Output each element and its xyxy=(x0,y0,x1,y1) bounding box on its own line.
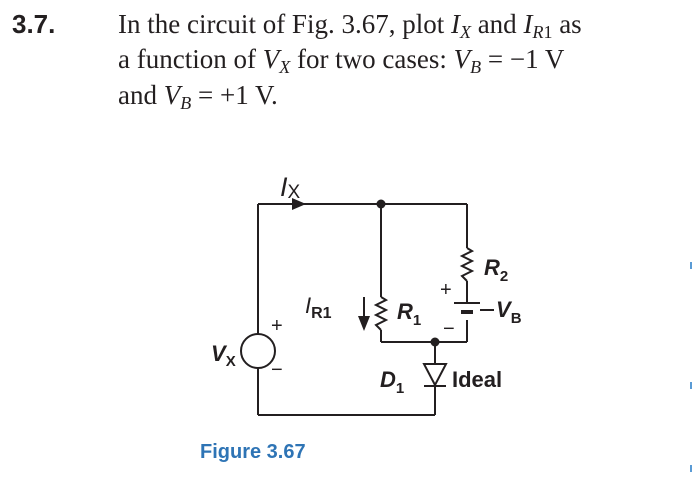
battery-minus-sign: − xyxy=(443,318,455,340)
r1-label: R1 xyxy=(397,299,421,329)
d1-label: D1 xyxy=(380,367,404,397)
junction-dot-bottom xyxy=(430,337,440,347)
vx-plus-sign: + xyxy=(271,315,283,337)
vx-minus-sign: − xyxy=(271,359,283,381)
diode-d1-icon xyxy=(422,363,448,388)
r2-label: R2 xyxy=(484,255,508,285)
resistor-r2-icon xyxy=(459,247,475,282)
junction-dot-top xyxy=(376,199,386,209)
ix-arrow-icon xyxy=(292,198,306,210)
resistor-r1-icon xyxy=(373,296,389,331)
vb-label: VB xyxy=(496,297,522,327)
ir1-arrow-icon xyxy=(358,316,370,331)
edge-marker xyxy=(690,382,692,389)
problem-number: 3.7. xyxy=(12,9,56,39)
edge-marker xyxy=(690,262,692,269)
ideal-label: Ideal xyxy=(452,367,502,392)
ir1-label: IR1 xyxy=(305,293,332,322)
circuit-wires xyxy=(257,203,468,416)
problem-line-1: In the circuit of Fig. 3.67, plot IX and… xyxy=(118,9,582,42)
battery-plus-sign: + xyxy=(440,279,452,301)
problem-line-3: and VB = +1 V. xyxy=(118,80,278,113)
problem-line-2: a function of VX for two cases: VB = −1 … xyxy=(118,44,565,77)
ix-label: IX xyxy=(280,172,301,203)
vx-label: VX xyxy=(211,341,236,370)
figure-caption: Figure 3.67 xyxy=(200,441,306,463)
voltage-source-vx-icon xyxy=(240,333,276,369)
edge-marker xyxy=(690,465,692,472)
